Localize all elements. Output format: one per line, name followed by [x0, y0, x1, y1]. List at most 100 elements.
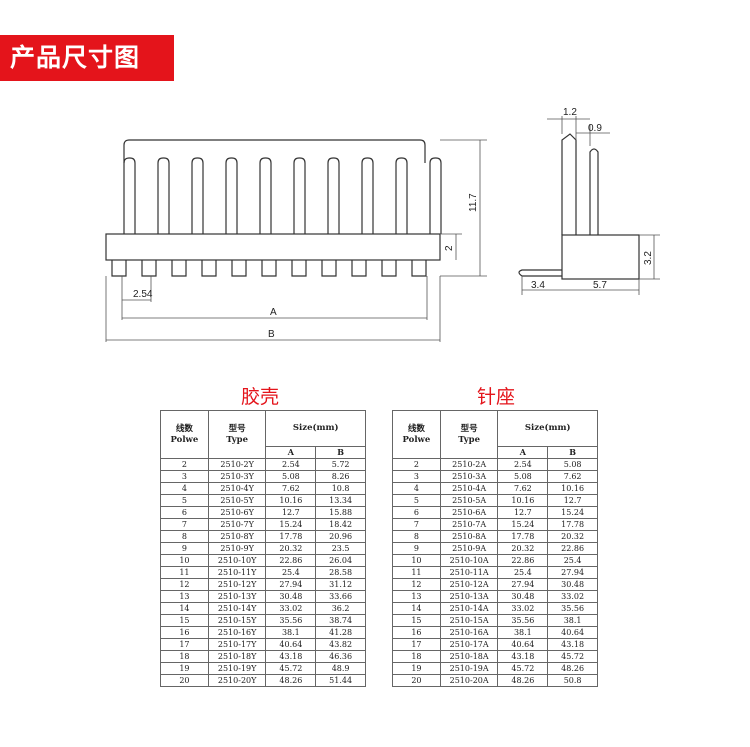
cell-polwe: 13 — [160, 590, 209, 603]
cell-b: 10.8 — [315, 482, 366, 495]
cell-type: 2510-19Y — [207, 662, 267, 675]
base-tooth — [411, 260, 427, 277]
cell-a: 15.24 — [497, 518, 549, 531]
cell-type: 2510-10A — [439, 554, 499, 567]
cell-b: 25.4 — [547, 554, 598, 567]
cell-type: 2510-13Y — [207, 590, 267, 603]
cell-b: 10.16 — [547, 482, 598, 495]
cell-polwe: 8 — [160, 530, 209, 543]
cell-polwe: 6 — [392, 506, 441, 519]
side-view — [518, 133, 640, 280]
pin — [395, 157, 408, 234]
cell-a: 12.7 — [497, 506, 549, 519]
col-header-size: Size(mm) — [497, 410, 598, 447]
cell-polwe: 7 — [160, 518, 209, 531]
cell-b: 45.72 — [547, 650, 598, 663]
cell-b: 31.12 — [315, 578, 366, 591]
cell-a: 40.64 — [265, 638, 317, 651]
cell-type: 2510-18A — [439, 650, 499, 663]
cell-b: 43.18 — [547, 638, 598, 651]
cell-type: 2510-4A — [439, 482, 499, 495]
cell-type: 2510-16A — [439, 626, 499, 639]
cell-b: 22.86 — [547, 542, 598, 555]
cell-polwe: 18 — [392, 650, 441, 663]
cell-type: 2510-3A — [439, 470, 499, 483]
col-header-polwe: 线数 Polwe — [392, 410, 441, 459]
cell-type: 2510-3Y — [207, 470, 267, 483]
cell-polwe: 17 — [160, 638, 209, 651]
cell-b: 23.5 — [315, 542, 366, 555]
cell-type: 2510-11A — [439, 566, 499, 579]
cell-type: 2510-17Y — [207, 638, 267, 651]
cell-type: 2510-9Y — [207, 542, 267, 555]
col-header-type: 型号 Type — [439, 410, 499, 459]
cell-a: 27.94 — [265, 578, 317, 591]
cell-b: 20.96 — [315, 530, 366, 543]
cell-type: 2510-6Y — [207, 506, 267, 519]
cell-b: 46.36 — [315, 650, 366, 663]
cell-polwe: 19 — [392, 662, 441, 675]
cell-a: 2.54 — [265, 458, 317, 471]
col-header-b: B — [315, 446, 366, 459]
cell-polwe: 13 — [392, 590, 441, 603]
col-header-a: A — [265, 446, 317, 459]
cell-b: 27.94 — [547, 566, 598, 579]
cell-type: 2510-8A — [439, 530, 499, 543]
cell-type: 2510-5Y — [207, 494, 267, 507]
cell-a: 38.1 — [265, 626, 317, 639]
dim-base-label: 2 — [444, 245, 455, 251]
dim-top-w1-label: 1.2 — [563, 107, 577, 118]
cell-b: 35.56 — [547, 602, 598, 615]
col-header-a: A — [497, 446, 549, 459]
cell-polwe: 10 — [392, 554, 441, 567]
pin — [259, 157, 272, 234]
dim-top-w2-label: 0.9 — [588, 123, 602, 134]
cell-b: 41.28 — [315, 626, 366, 639]
cell-polwe: 4 — [160, 482, 209, 495]
dim-side-b2-label: 5.7 — [593, 280, 607, 291]
cell-type: 2510-19A — [439, 662, 499, 675]
cell-a: 17.78 — [497, 530, 549, 543]
cell-polwe: 2 — [392, 458, 441, 471]
cell-type: 2510-2A — [439, 458, 499, 471]
cell-type: 2510-10Y — [207, 554, 267, 567]
cell-polwe: 6 — [160, 506, 209, 519]
cell-polwe: 20 — [160, 674, 209, 687]
cell-b: 5.72 — [315, 458, 366, 471]
cell-polwe: 11 — [160, 566, 209, 579]
cell-b: 26.04 — [315, 554, 366, 567]
base-tooth — [231, 260, 247, 277]
housing-table-title: 胶壳 — [240, 386, 279, 408]
pin — [225, 157, 238, 234]
cell-b: 18.42 — [315, 518, 366, 531]
col-header-type: 型号 Type — [207, 410, 267, 459]
cell-b: 48.26 — [547, 662, 598, 675]
cell-a: 43.18 — [265, 650, 317, 663]
housing-top-outline — [123, 139, 426, 163]
cell-a: 43.18 — [497, 650, 549, 663]
cell-polwe: 16 — [392, 626, 441, 639]
cell-polwe: 7 — [392, 518, 441, 531]
cell-polwe: 8 — [392, 530, 441, 543]
housing-base — [105, 233, 441, 261]
